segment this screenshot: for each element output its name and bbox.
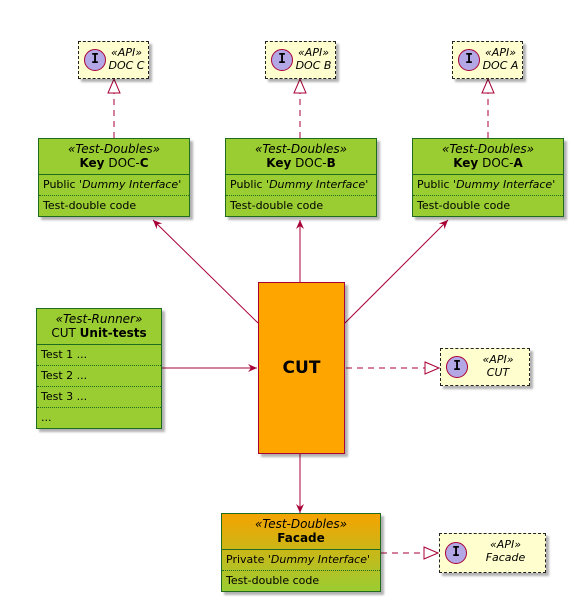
test-row: Test 1 ... — [37, 345, 161, 366]
class-code-row: Test-double code — [226, 574, 320, 587]
interface-stereotype: «API» — [482, 353, 514, 366]
cut-label: CUT — [282, 358, 321, 378]
class-stereotype: «Test-Doubles» — [254, 517, 348, 531]
class-interface-row: Private 'Dummy Interface' — [222, 550, 380, 571]
class-key-word: Key — [266, 156, 292, 170]
row-interface: Dummy Interface — [269, 178, 366, 191]
class-doc-prefix: DOC- — [295, 156, 327, 170]
class-header: «Test-Doubles» Facade — [222, 514, 380, 550]
interface-label: «API» DOC A — [481, 46, 520, 72]
row-prefix: Private ' — [226, 553, 271, 566]
class-code-row: Test-double code — [43, 199, 137, 212]
interface-name: Facade — [485, 551, 526, 564]
interface-facade: I «API» Facade — [439, 533, 546, 573]
interface-label: «API» Facade — [468, 538, 543, 564]
class-doc-prefix: DOC- — [108, 156, 140, 170]
interface-name: DOC B — [295, 59, 332, 72]
class-doc-letter: B — [326, 156, 336, 170]
interface-name: DOC C — [108, 59, 145, 72]
class-title: Unit-tests — [79, 326, 147, 340]
row-suffix: ' — [552, 178, 556, 191]
class-prefix: CUT — [51, 326, 76, 340]
class-key-word: Key — [79, 156, 105, 170]
class-key-word: Key — [453, 156, 479, 170]
row-prefix: Public ' — [417, 178, 457, 191]
interface-label: «API» DOC B — [294, 46, 333, 72]
class-facade: «Test-Doubles» Facade Private 'Dummy Int… — [221, 513, 381, 592]
row-interface: Dummy Interface — [270, 553, 368, 566]
dependency-cut-to-doc-c — [152, 219, 259, 324]
interface-stereotype: «API» — [485, 46, 516, 59]
row-interface: Dummy Interface — [82, 178, 179, 191]
class-key-doc-c: «Test-Doubles» Key DOC-C Public 'Dummy I… — [38, 138, 190, 217]
class-header: «Test-Doubles» Key DOC-C — [39, 139, 189, 175]
cut-component: CUT — [258, 282, 345, 454]
interface-name: CUT — [486, 366, 510, 379]
interface-stereotype: «API» — [111, 46, 142, 59]
row-suffix: ' — [365, 178, 369, 191]
row-prefix: Public ' — [43, 178, 83, 191]
class-key-doc-b: «Test-Doubles» Key DOC-B Public 'Dummy I… — [225, 138, 377, 217]
test-row: ... — [41, 411, 52, 424]
interface-label: «API» CUT — [469, 353, 527, 379]
interface-name: DOC A — [482, 59, 519, 72]
test-row: Test 3 ... — [37, 387, 161, 408]
dependency-cut-to-doc-a — [344, 219, 449, 324]
interface-doc-b: I «API» DOC B — [265, 41, 336, 79]
row-suffix: ' — [178, 178, 182, 191]
interface-icon: I — [446, 356, 468, 378]
class-header: «Test-Doubles» Key DOC-B — [226, 139, 376, 175]
class-title: Facade — [277, 531, 325, 545]
row-prefix: Public ' — [230, 178, 270, 191]
interface-icon: I — [84, 49, 106, 71]
class-cut-unit-tests: «Test-Runner» CUT Unit-tests Test 1 ... … — [36, 308, 162, 429]
class-code-row: Test-double code — [417, 199, 511, 212]
row-interface: Dummy Interface — [456, 178, 553, 191]
class-stereotype: «Test-Runner» — [55, 312, 143, 326]
interface-label: «API» DOC C — [107, 46, 146, 72]
interface-doc-c: I «API» DOC C — [78, 41, 149, 79]
row-suffix: ' — [367, 553, 371, 566]
class-stereotype: «Test-Doubles» — [254, 142, 348, 156]
interface-stereotype: «API» — [298, 46, 329, 59]
interface-cut: I «API» CUT — [440, 348, 530, 386]
class-key-doc-a: «Test-Doubles» Key DOC-A Public 'Dummy I… — [412, 138, 564, 217]
class-interface-row: Public 'Dummy Interface' — [39, 175, 189, 196]
class-code-row: Test-double code — [230, 199, 324, 212]
interface-doc-a: I «API» DOC A — [452, 41, 523, 79]
interface-stereotype: «API» — [490, 538, 521, 551]
class-doc-prefix: DOC- — [482, 156, 514, 170]
interface-icon: I — [458, 49, 480, 71]
class-interface-row: Public 'Dummy Interface' — [413, 175, 563, 196]
test-row: Test 2 ... — [37, 366, 161, 387]
class-stereotype: «Test-Doubles» — [441, 142, 535, 156]
interface-icon: I — [445, 542, 467, 564]
interface-icon: I — [271, 49, 293, 71]
class-header: «Test-Runner» CUT Unit-tests — [37, 309, 161, 345]
class-interface-row: Public 'Dummy Interface' — [226, 175, 376, 196]
class-header: «Test-Doubles» Key DOC-A — [413, 139, 563, 175]
class-doc-letter: A — [513, 156, 523, 170]
class-doc-letter: C — [139, 156, 149, 170]
class-stereotype: «Test-Doubles» — [67, 142, 161, 156]
